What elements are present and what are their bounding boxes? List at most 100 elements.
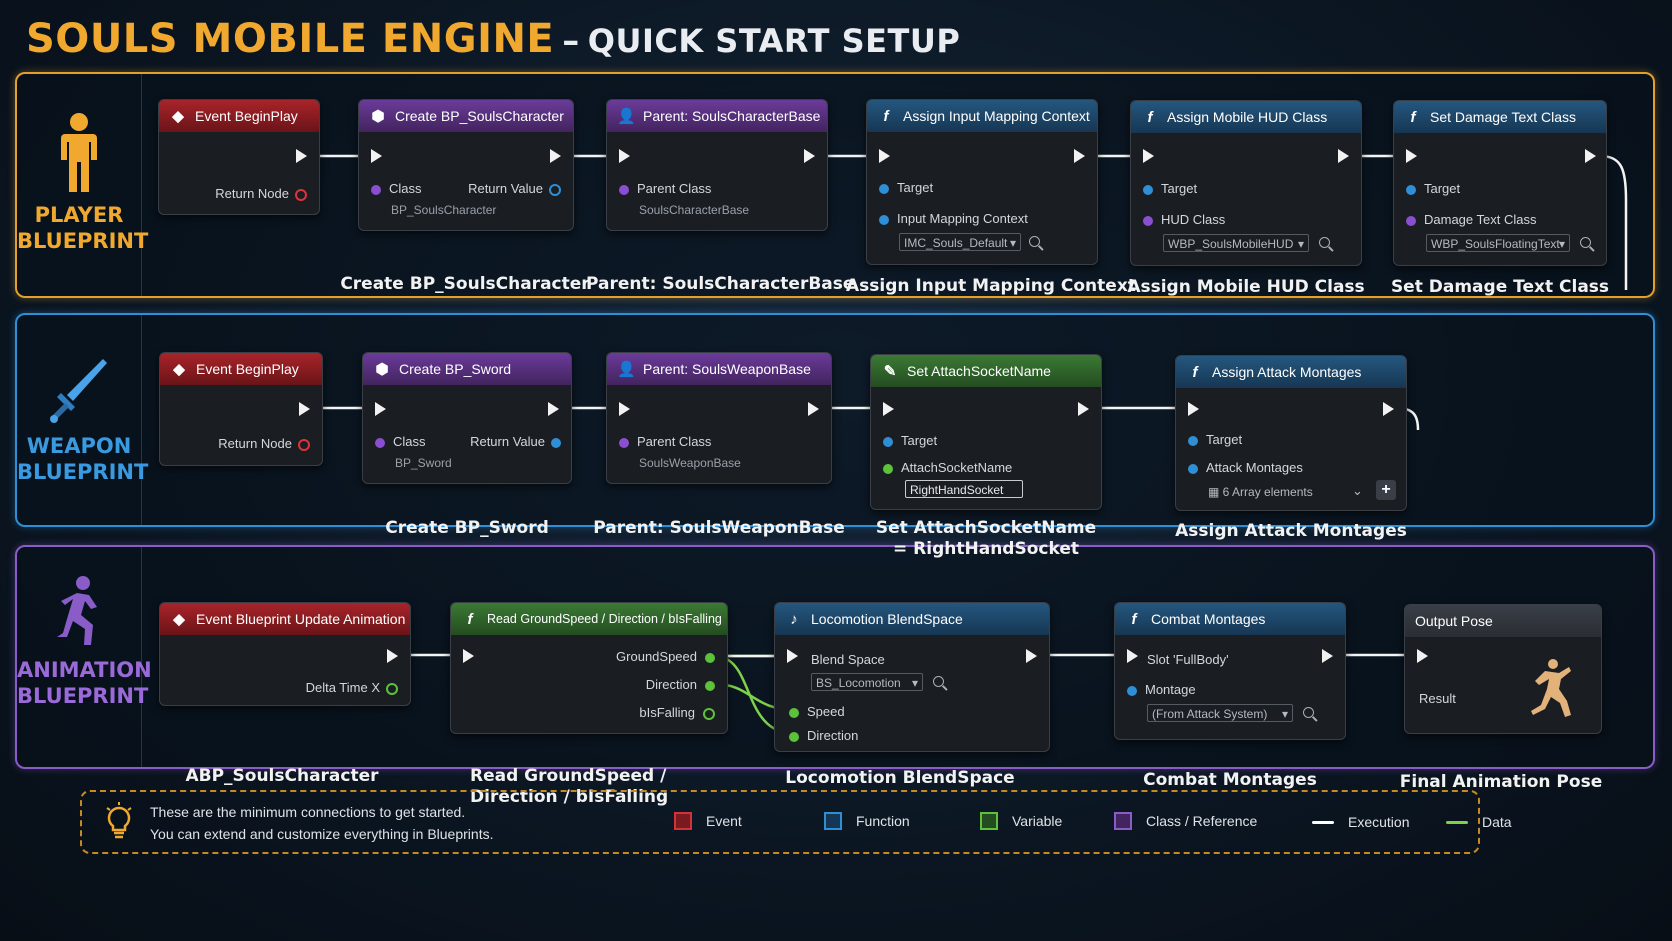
exec-out-pin[interactable] bbox=[299, 402, 310, 416]
exec-out-pin[interactable] bbox=[296, 149, 307, 163]
event-diamond-icon: ◆ bbox=[173, 611, 185, 628]
blend-space-pin[interactable]: Blend Space bbox=[811, 652, 885, 667]
slot-pin[interactable]: Slot 'FullBody' bbox=[1147, 652, 1229, 667]
attack-montages-pin[interactable]: Attack Montages bbox=[1188, 460, 1303, 475]
exec-in-pin[interactable] bbox=[619, 149, 630, 163]
set-attach-socket-node[interactable]: ✎Set AttachSocketName Target AttachSocke… bbox=[870, 354, 1102, 510]
exec-in-pin[interactable] bbox=[787, 649, 798, 663]
imc-dropdown[interactable]: IMC_Souls_Default▾ bbox=[899, 233, 1021, 251]
exec-out-pin[interactable] bbox=[808, 402, 819, 416]
exec-out-pin[interactable] bbox=[1585, 149, 1596, 163]
exec-out-pin[interactable] bbox=[1026, 649, 1037, 663]
search-icon[interactable] bbox=[1303, 707, 1314, 718]
damage-text-class-pin[interactable]: Damage Text Class bbox=[1406, 212, 1536, 227]
dropdown-value: WBP_SoulsMobileHUD bbox=[1168, 237, 1294, 251]
player-parent-class-node[interactable]: 👤Parent: SoulsCharacterBase Parent Class… bbox=[606, 99, 828, 231]
return-node-pin[interactable]: Return Node bbox=[215, 186, 307, 201]
target-pin[interactable]: Target bbox=[883, 433, 937, 448]
exec-in-pin[interactable] bbox=[371, 149, 382, 163]
event-diamond-icon: ◆ bbox=[173, 361, 185, 378]
event-update-animation-node[interactable]: ◆Event Blueprint Update Animation Delta … bbox=[159, 602, 411, 706]
chevron-down-icon[interactable]: ⌄ bbox=[1352, 483, 1363, 498]
pin-label: AttachSocketName bbox=[901, 460, 1013, 475]
add-element-button[interactable]: + bbox=[1376, 480, 1396, 500]
parent-class-value: SoulsWeaponBase bbox=[639, 456, 741, 470]
search-icon[interactable] bbox=[933, 676, 944, 687]
direction-pin[interactable]: Direction bbox=[646, 677, 715, 692]
ground-speed-pin[interactable]: GroundSpeed bbox=[616, 649, 715, 664]
exec-in-pin[interactable] bbox=[375, 402, 386, 416]
output-pose-node[interactable]: Output Pose Result bbox=[1404, 604, 1602, 734]
search-icon[interactable] bbox=[1580, 237, 1591, 248]
node-title: Assign Attack Montages bbox=[1212, 364, 1362, 380]
exec-out-pin[interactable] bbox=[1322, 649, 1333, 663]
exec-in-pin[interactable] bbox=[1143, 149, 1154, 163]
player-event-beginplay-node[interactable]: ◆Event BeginPlay Return Node bbox=[158, 99, 320, 215]
target-pin[interactable]: Target bbox=[1143, 181, 1197, 196]
direction-in-pin[interactable]: Direction bbox=[789, 728, 858, 743]
socket-caption-line2: = RightHandSocket bbox=[893, 539, 1079, 559]
exec-out-pin[interactable] bbox=[387, 649, 398, 663]
class-pin[interactable]: Class bbox=[375, 434, 426, 449]
weapon-parent-class-node[interactable]: 👤Parent: SoulsWeaponBase Parent Class So… bbox=[606, 352, 832, 484]
legend-label: Function bbox=[856, 813, 910, 829]
attach-socket-name-pin[interactable]: AttachSocketName bbox=[883, 460, 1012, 475]
exec-in-pin[interactable] bbox=[883, 402, 894, 416]
parent-class-pin[interactable]: Parent Class bbox=[619, 434, 711, 449]
exec-in-pin[interactable] bbox=[1127, 649, 1138, 663]
target-pin[interactable]: Target bbox=[1188, 432, 1242, 447]
exec-out-pin[interactable] bbox=[1074, 149, 1085, 163]
locomotion-blendspace-node[interactable]: ♪Locomotion BlendSpace Blend Space BS_Lo… bbox=[774, 602, 1050, 752]
socket-name-input[interactable]: RightHandSocket bbox=[905, 480, 1023, 498]
pin-label: Return Value bbox=[470, 434, 545, 449]
delta-time-pin[interactable]: Delta Time X bbox=[306, 680, 398, 695]
pin-label: HUD Class bbox=[1161, 212, 1226, 227]
exec-in-pin[interactable] bbox=[1188, 402, 1199, 416]
chevron-down-icon: ▾ bbox=[1009, 236, 1016, 250]
exec-out-pin[interactable] bbox=[804, 149, 815, 163]
return-value-pin[interactable]: Return Value bbox=[470, 434, 561, 449]
exec-out-pin[interactable] bbox=[548, 402, 559, 416]
node-title: Assign Input Mapping Context bbox=[903, 108, 1090, 124]
exec-in-pin[interactable] bbox=[1417, 649, 1428, 663]
hud-class-pin[interactable]: HUD Class bbox=[1143, 212, 1225, 227]
search-icon[interactable] bbox=[1319, 237, 1330, 248]
search-icon[interactable] bbox=[1029, 236, 1040, 247]
damage-text-dropdown[interactable]: WBP_SoulsFloatingText▾ bbox=[1426, 234, 1570, 252]
return-value-pin[interactable]: Return Value bbox=[468, 181, 561, 196]
speed-pin[interactable]: Speed bbox=[789, 704, 845, 719]
target-pin[interactable]: Target bbox=[1406, 181, 1460, 196]
player-create-class-node[interactable]: ⬢Create BP_SoulsCharacter Class BP_Souls… bbox=[358, 99, 574, 231]
pin-label: Target bbox=[1161, 181, 1198, 196]
parent-class-pin[interactable]: Parent Class bbox=[619, 181, 711, 196]
target-pin[interactable]: Target bbox=[879, 180, 933, 195]
result-pin[interactable]: Result bbox=[1419, 691, 1456, 706]
exec-in-pin[interactable] bbox=[619, 402, 630, 416]
montage-pin[interactable]: Montage bbox=[1127, 682, 1196, 697]
exec-in-pin[interactable] bbox=[879, 149, 890, 163]
exec-out-pin[interactable] bbox=[1383, 402, 1394, 416]
pin-label: Target bbox=[1424, 181, 1461, 196]
parent-character-caption: Parent: SoulsCharacterBase bbox=[586, 274, 855, 294]
is-falling-pin[interactable]: bIsFalling bbox=[639, 705, 715, 720]
class-pin[interactable]: Class bbox=[371, 181, 422, 196]
array-elements[interactable]: ▦ 6 Array elements bbox=[1208, 485, 1313, 499]
weapon-event-beginplay-node[interactable]: ◆Event BeginPlay Return Node bbox=[159, 352, 323, 466]
hud-class-dropdown[interactable]: WBP_SoulsMobileHUD▾ bbox=[1163, 234, 1309, 252]
montage-dropdown[interactable]: (From Attack System)▾ bbox=[1147, 704, 1293, 722]
exec-out-pin[interactable] bbox=[1078, 402, 1089, 416]
exec-in-pin[interactable] bbox=[463, 649, 474, 663]
input-mapping-context-pin[interactable]: Input Mapping Context bbox=[879, 211, 1028, 226]
exec-out-pin[interactable] bbox=[550, 149, 561, 163]
exec-in-pin[interactable] bbox=[1406, 149, 1417, 163]
blend-space-dropdown[interactable]: BS_Locomotion▾ bbox=[811, 673, 923, 691]
return-node-pin[interactable]: Return Node bbox=[218, 436, 310, 451]
weapon-create-class-node[interactable]: ⬢Create BP_Sword Class BP_Sword Return V… bbox=[362, 352, 572, 484]
exec-out-pin[interactable] bbox=[1338, 149, 1349, 163]
